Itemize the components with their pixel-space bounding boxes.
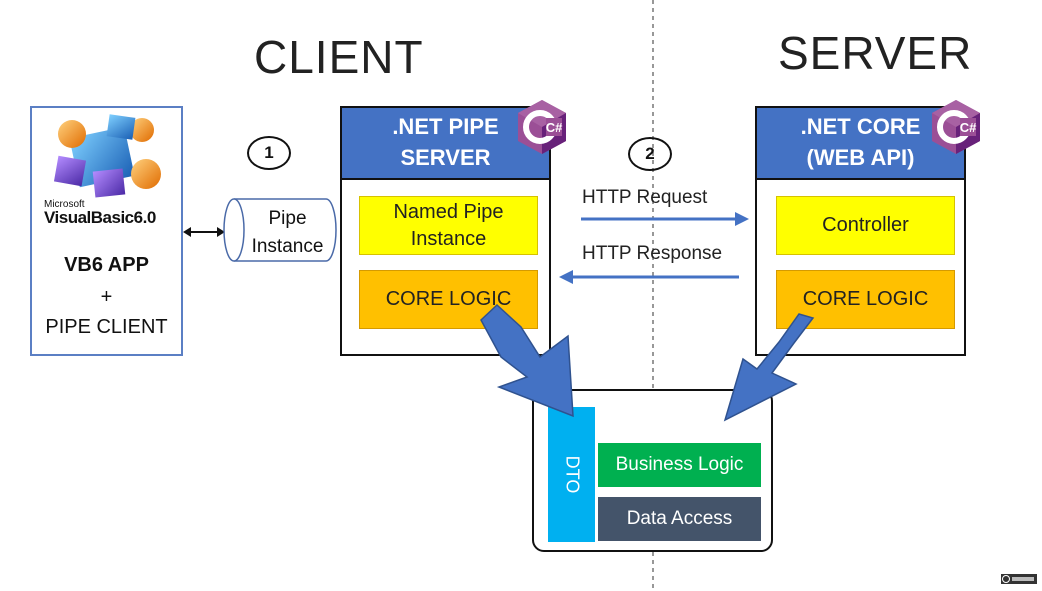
named-pipe-box: Named Pipe Instance [359,196,538,255]
pipe-server-title-line2: SERVER [400,145,491,170]
http-request-arrow-icon [581,212,749,226]
license-badge-icon [1001,574,1037,584]
core-server-title-line1: .NET CORE [800,114,921,140]
csharp-icon: C# [518,100,566,154]
svg-text:C#: C# [960,120,977,135]
http-arrows [559,212,749,284]
server-heading: SERVER [778,27,973,79]
named-pipe-line1: Named Pipe [393,200,504,223]
step-2-badge: 2 [628,137,672,171]
pipe-core-logic-box: CORE LOGIC [359,270,538,329]
core-server-title-line2: (WEB API) [806,145,915,170]
csharp-icon: C# [932,100,980,154]
data-access-box: Data Access [598,497,761,541]
server-core-logic-box: CORE LOGIC [776,270,955,329]
plus-label: + [100,286,113,308]
client-heading: CLIENT [254,31,424,83]
vb-logo-text: VisualBasic6.0 [44,208,156,227]
dto-bar: DTO [548,407,595,542]
svg-text:C#: C# [546,120,563,135]
pipe-core-to-shared-arrow-icon [480,303,574,418]
pipe-label-line2: Instance [251,235,324,257]
http-request-label: HTTP Request [582,187,708,208]
pipe-server-header: .NET PIPE SERVER [342,108,549,180]
core-server-header: .NET CORE (WEB API) [757,108,964,180]
business-logic-box: Business Logic [598,443,761,487]
pipe-client-label: PIPE CLIENT [45,316,168,338]
pipe-server-title-line1: .NET PIPE [392,114,499,140]
pipe-cylinder-icon [223,198,337,262]
http-response-label: HTTP Response [582,243,723,264]
vb-logo-small-text: Microsoft [44,199,85,210]
vb6-app-label: VB6 APP [64,254,149,276]
controller-box: Controller [776,196,955,255]
vb6-app-box: Microsoft VisualBasic6.0 VB6 APP + PIPE … [30,106,183,356]
named-pipe-line2: Instance [410,227,487,250]
bidirectional-arrow-icon [183,227,225,237]
pipe-label-line1: Pipe [268,208,307,229]
step-1-badge: 1 [247,136,291,170]
pipe-instance-label: Pipe Instance [240,205,335,260]
server-core-to-shared-arrow-icon [723,313,815,422]
core-server-box: .NET CORE (WEB API) Controller CORE LOGI… [755,106,966,356]
pipe-server-box: .NET PIPE SERVER Named Pipe Instance COR… [340,106,551,356]
visual-basic-logo-icon [53,114,161,198]
http-response-arrow-icon [559,270,739,284]
